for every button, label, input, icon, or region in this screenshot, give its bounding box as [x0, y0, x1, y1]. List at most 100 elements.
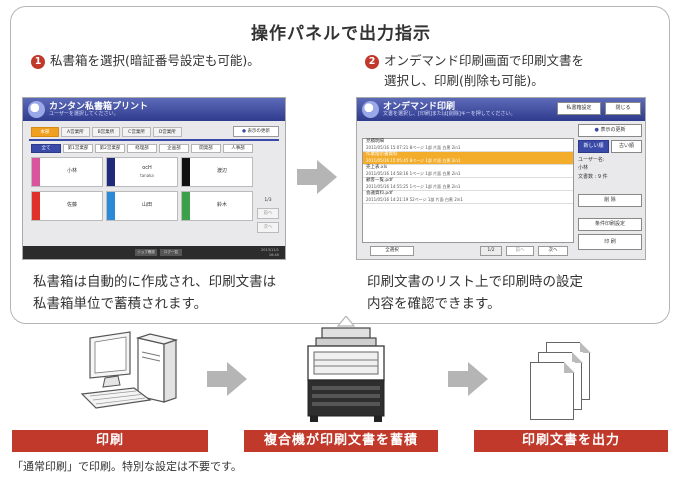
mailbox-0-color	[32, 158, 40, 186]
document-sheet-front	[530, 361, 575, 420]
mailbox-5-color	[182, 192, 190, 220]
document-pager: 全選択 1/2 前へ 次へ	[362, 245, 574, 258]
right-arrow-icon	[207, 362, 247, 396]
department-1[interactable]: 第1営業部	[63, 144, 93, 153]
ondemand-screen: オンデマンド印刷 文書を選択し、[印刷]または[削除]キーを押してください。 私…	[356, 97, 646, 260]
caption-2-line-1: 印刷文書のリスト上で印刷時の設定	[367, 274, 583, 290]
sort-newest-button[interactable]: 新しい順	[578, 140, 609, 153]
mailbox-screen-subtitle: ユーザーを選択してください。	[49, 111, 119, 117]
refresh-button[interactable]: ● 表示の更新	[233, 126, 279, 137]
mailbox-1[interactable]: ocH tanaka	[106, 157, 178, 187]
step-2-line-2: 選択し、印刷(削除も可能)。	[384, 73, 544, 88]
document-row-0[interactable]: 見積明細 2011/05/16 15:07:21 8ページ 1部 片面 白黒 2…	[363, 139, 573, 152]
caption-2-line-2: 内容を確認できます。	[367, 296, 501, 312]
mailbox-settings-button[interactable]: 私書箱設定	[557, 102, 601, 115]
select-all-button[interactable]: 全選択	[370, 246, 414, 256]
multifunction-printer-icon	[307, 316, 385, 422]
document-count: 文書数 : 9 件	[578, 174, 608, 180]
footer-date: 2013/11/1	[261, 248, 279, 252]
refresh-icon: ●	[594, 127, 599, 133]
caption-1-line-1: 私書箱は自動的に作成され、印刷文書は	[33, 274, 277, 290]
document-0-meta: 2011/05/16 15:07:21 8ページ 1部 片面 白黒 2in1	[366, 145, 461, 150]
department-5[interactable]: 開発部	[191, 144, 221, 153]
mailbox-3[interactable]: 佐藤	[31, 191, 103, 221]
mailbox-3-name: 佐藤	[66, 202, 77, 208]
mailbox-2-color	[182, 158, 190, 186]
mailbox-3-color	[32, 192, 40, 220]
mailbox-2[interactable]: 渡辺	[181, 157, 253, 187]
refresh-button[interactable]: ● 表示の更新	[578, 124, 642, 137]
caption-1-line-2: 私書箱単位で蓄積されます。	[33, 296, 208, 312]
document-1-name: 作業指示書資料	[366, 152, 398, 157]
document-row-1[interactable]: 作業指示書資料 2011/05/16 15:05:45 8ページ 1部 片面 白…	[363, 152, 573, 165]
prev-page-button[interactable]: 前へ	[257, 208, 279, 219]
department-0[interactable]: 全て	[31, 144, 61, 153]
mailbox-screen-header: カンタン私書箱プリント ユーザーを選択してください。	[23, 98, 285, 121]
document-4-meta: 2011/05/16 14:21:19 52ページ 1部 片面 白黒 2in1	[366, 197, 463, 202]
mailbox-grid: 小林 ocH tanaka 渡辺 佐藤 山田 鈴木	[31, 157, 253, 223]
app-logo-icon	[28, 101, 45, 118]
tab-office-4[interactable]: D営業所	[152, 127, 182, 137]
footnote: 「通常印刷」で印刷。特別な設定は不要です。	[12, 460, 242, 473]
prev-page-button[interactable]: 前へ	[506, 246, 534, 256]
caption-2: 印刷文書のリスト上で印刷時の設定 内容を確認できます。	[367, 271, 667, 315]
right-arrow-icon	[448, 362, 488, 396]
mailbox-4-name: 山田	[141, 202, 152, 208]
job-check-button[interactable]: ジョブ確認	[135, 249, 157, 256]
user-name: 小林	[578, 165, 589, 171]
document-0-name: 見積明細	[366, 139, 384, 144]
document-1-meta: 2011/05/16 15:05:45 8ページ 1部 片面 白黒 2in1	[366, 158, 461, 163]
mailbox-2-name: 渡辺	[216, 168, 227, 174]
output-label: 印刷文書を出力	[474, 430, 668, 452]
document-4-name: 会議資料.pdf	[366, 191, 393, 196]
department-2[interactable]: 第2営業部	[95, 144, 125, 153]
tab-office-3[interactable]: C営業所	[122, 127, 151, 137]
page-indicator: 1/2	[480, 246, 502, 256]
mailbox-0[interactable]: 小林	[31, 157, 103, 187]
document-2-meta: 2011/05/16 14:58:16 1ページ 1部 片面 白黒 2in1	[366, 171, 461, 176]
print-label: 印刷	[12, 430, 208, 452]
ondemand-screen-title: オンデマンド印刷	[383, 102, 456, 112]
mailbox-screen-title: カンタン私書箱プリント	[49, 102, 149, 112]
user-label: ユーザー名:	[578, 157, 605, 163]
mailbox-4[interactable]: 山田	[106, 191, 178, 221]
caption-1: 私書箱は自動的に作成され、印刷文書は 私書箱単位で蓄積されます。	[33, 271, 333, 315]
next-page-button[interactable]: 次へ	[538, 246, 568, 256]
panel-title: 操作パネルで出力指示	[251, 24, 431, 44]
department-6[interactable]: 人事部	[223, 144, 253, 153]
mailbox-screen: カンタン私書箱プリント ユーザーを選択してください。 本部 A営業所 B営業所 …	[22, 97, 286, 260]
step-1-number: 1	[31, 55, 45, 69]
tab-office-1[interactable]: A営業所	[61, 127, 90, 137]
refresh-label: 表示の更新	[247, 129, 270, 134]
step-1-text: 私書箱を選択(暗証番号設定も可能)。	[50, 53, 260, 68]
sort-oldest-button[interactable]: 古い順	[611, 140, 642, 153]
conditional-print-settings-button[interactable]: 条件印刷設定	[578, 218, 642, 231]
document-list: 見積明細 2011/05/16 15:07:21 8ページ 1部 片面 白黒 2…	[362, 138, 574, 243]
department-4[interactable]: 企画部	[159, 144, 189, 153]
delete-button[interactable]: 削 除	[578, 194, 642, 207]
document-row-2[interactable]: 売上表.xls 2011/05/16 14:58:16 1ページ 1部 片面 白…	[363, 165, 573, 178]
mailbox-screen-footer: ジョブ確認 ログ一覧 2013/11/1 16:40	[23, 246, 285, 259]
step-2-line-1: オンデマンド印刷画面で印刷文書を	[384, 53, 585, 68]
log-list-button[interactable]: ログ一覧	[160, 249, 182, 256]
mailbox-5[interactable]: 鈴木	[181, 191, 253, 221]
document-3-meta: 2011/05/16 14:55:25 1ページ 1部 片面 白黒 2in1	[366, 184, 461, 189]
mailbox-0-name: 小林	[66, 168, 77, 174]
office-tabs: 本部 A営業所 B営業所 C営業所 D営業所	[31, 127, 182, 137]
refresh-icon: ●	[242, 129, 246, 134]
tab-office-2[interactable]: B営業所	[91, 127, 121, 137]
tab-office-0[interactable]: 本部	[31, 127, 59, 137]
mailbox-1-sub: tanaka	[140, 173, 154, 178]
department-3[interactable]: 経理部	[127, 144, 157, 153]
print-button[interactable]: 印 刷	[578, 234, 642, 250]
next-page-button[interactable]: 次へ	[257, 222, 279, 233]
close-button[interactable]: 閉じる	[605, 102, 641, 115]
desktop-computer-icon	[80, 331, 179, 409]
right-arrow-icon	[297, 160, 337, 194]
document-row-4[interactable]: 会議資料.pdf 2011/05/16 14:21:19 52ページ 1部 片面…	[363, 191, 573, 204]
footer-datetime: 2013/11/1 16:40	[261, 248, 279, 257]
footer-time: 16:40	[268, 252, 279, 257]
document-row-3[interactable]: 顧客一覧.pdf 2011/05/16 14:55:25 1ページ 1部 片面 …	[363, 178, 573, 191]
header-divider	[29, 139, 279, 141]
